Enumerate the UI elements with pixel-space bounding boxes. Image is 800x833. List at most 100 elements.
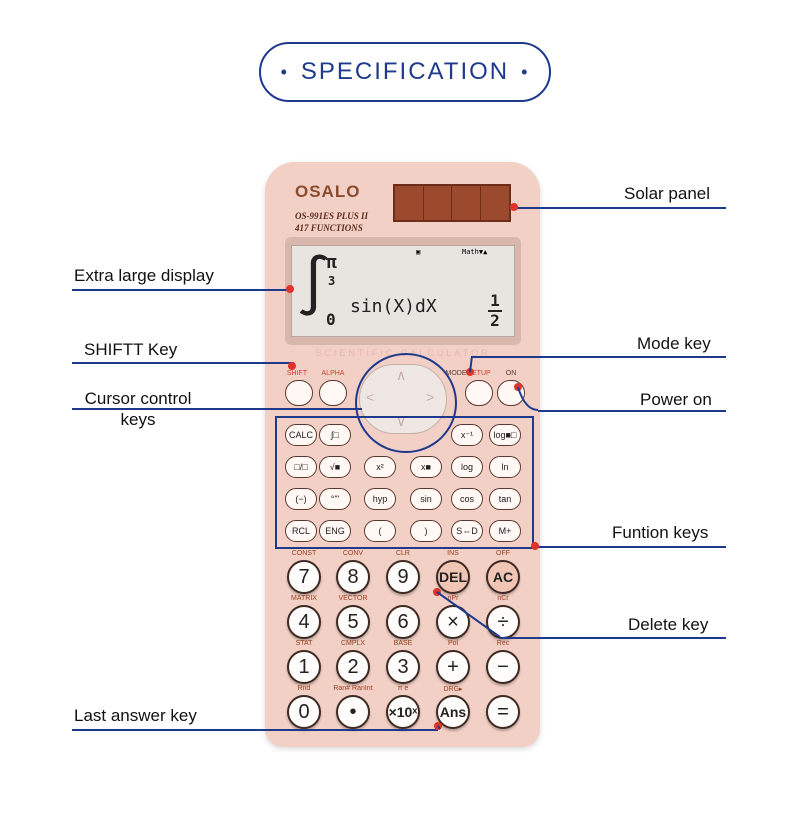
display-indicator-icon: ▣	[416, 248, 421, 256]
display-result: 1 2	[488, 292, 502, 330]
digit-key[interactable]: +	[436, 650, 470, 684]
shift-marker	[288, 362, 296, 370]
model-text: OS-991ES PLUS II 417 FUNCTIONS	[295, 210, 368, 234]
callout-solar-panel: Solar panel	[624, 184, 711, 203]
display-screen: ▣ Math▼▲ ∫ π 3 0 sin(X)dX 1 2	[291, 245, 515, 337]
function-key[interactable]: x⁻¹	[451, 424, 483, 446]
mode-line	[472, 356, 726, 358]
digit-key[interactable]: =	[486, 695, 520, 729]
title-bullet-right: •	[521, 61, 530, 82]
digit-key[interactable]: 2	[336, 650, 370, 684]
function-key[interactable]: RCL	[285, 520, 317, 542]
function-key[interactable]: x■	[410, 456, 442, 478]
integral-symbol: ∫	[296, 251, 331, 319]
function-key[interactable]: sin	[410, 488, 442, 510]
function-key[interactable]: log■□	[489, 424, 521, 446]
digit-key[interactable]: 3	[386, 650, 420, 684]
title-bullet-left: •	[280, 61, 289, 82]
function-key[interactable]: cos	[451, 488, 483, 510]
digit-key[interactable]: 9	[386, 560, 420, 594]
digit-key-label: CONV	[342, 550, 364, 557]
model-line-1: OS-991ES PLUS II	[295, 211, 369, 221]
function-key[interactable]: √■	[319, 456, 351, 478]
display-line	[72, 289, 292, 291]
specification-title: • SPECIFICATION •	[259, 42, 551, 102]
digit-key[interactable]: 0	[287, 695, 321, 729]
callout-display: Extra large display	[74, 266, 214, 285]
shift-line	[72, 362, 294, 364]
function-key[interactable]: log	[451, 456, 483, 478]
function-key[interactable]: ln	[489, 456, 521, 478]
digit-key-label: Pol	[447, 640, 459, 647]
function-key[interactable]: ∫□	[319, 424, 351, 446]
function-key[interactable]: S⇔D	[451, 520, 483, 542]
delete-line	[500, 637, 726, 639]
digit-key[interactable]: ÷	[486, 605, 520, 639]
setup-label: SETUP	[467, 370, 491, 377]
digit-key[interactable]: •	[336, 695, 370, 729]
cursor-line	[72, 408, 362, 410]
digit-key[interactable]: AC	[486, 560, 520, 594]
function-key[interactable]: (	[364, 520, 396, 542]
digit-key-label: CMPLX	[340, 640, 366, 647]
digit-key[interactable]: Ans	[436, 695, 470, 729]
lower-limit: 0	[326, 310, 336, 329]
digit-key-label: DRG▸	[443, 686, 463, 693]
function-line	[536, 546, 726, 548]
function-key[interactable]: □/□	[285, 456, 317, 478]
title-text: SPECIFICATION	[300, 58, 510, 85]
digit-key[interactable]: ×	[436, 605, 470, 639]
function-key[interactable]: CALC	[285, 424, 317, 446]
alpha-label: ALPHA	[321, 370, 345, 377]
solar-marker	[510, 203, 518, 211]
digit-key-label: INS	[447, 550, 459, 557]
digit-key[interactable]: 5	[336, 605, 370, 639]
cursor-keys-highlight	[355, 353, 457, 453]
digit-key[interactable]: 1	[287, 650, 321, 684]
function-key[interactable]: (−)	[285, 488, 317, 510]
digit-key[interactable]: −	[486, 650, 520, 684]
shift-label: SHIFT	[286, 370, 308, 377]
shift-key[interactable]	[285, 380, 313, 406]
digit-key[interactable]: 4	[287, 605, 321, 639]
on-label: ON	[505, 370, 517, 377]
digit-key-label: Rnd	[297, 685, 311, 692]
digit-key[interactable]: 8	[336, 560, 370, 594]
mode-label: MODE	[445, 370, 467, 377]
alpha-key[interactable]	[319, 380, 347, 406]
mode-marker	[466, 368, 474, 376]
digit-key-label: STAT	[295, 640, 313, 647]
model-line-2: 417 FUNCTIONS	[295, 223, 363, 233]
function-key[interactable]: )	[410, 520, 442, 542]
digit-key[interactable]: 6	[386, 605, 420, 639]
function-key[interactable]: tan	[489, 488, 521, 510]
function-key[interactable]: M+	[489, 520, 521, 542]
digit-key-label: nPr	[447, 595, 459, 602]
power-line	[538, 410, 726, 412]
function-key[interactable]: °'"	[319, 488, 351, 510]
digit-key-label: π e	[397, 685, 409, 692]
function-key[interactable]: x²	[364, 456, 396, 478]
digit-key[interactable]: 7	[287, 560, 321, 594]
function-marker	[531, 542, 539, 550]
digit-key-label: CONST	[291, 550, 317, 557]
mode-key[interactable]	[465, 380, 493, 406]
digit-key-label: Rec	[496, 640, 510, 647]
display-math-indicator: Math▼▲	[462, 248, 488, 256]
callout-delete: Delete key	[628, 615, 709, 634]
brand-logo: OSALO	[295, 182, 361, 201]
callout-mode: Mode key	[637, 334, 711, 353]
function-key[interactable]: hyp	[364, 488, 396, 510]
callout-function: Funtion keys	[612, 523, 709, 542]
callout-cursor: Cursor control keys	[84, 389, 192, 429]
digit-key[interactable]: DEL	[436, 560, 470, 594]
display-expression: sin(X)dX	[350, 296, 437, 317]
digit-key-label: VECTOR	[338, 595, 368, 602]
display-marker	[286, 285, 294, 293]
display-frame: ▣ Math▼▲ ∫ π 3 0 sin(X)dX 1 2	[285, 237, 521, 345]
digit-key[interactable]: ×10ˣ	[386, 695, 420, 729]
calculator-body: OSALO OS-991ES PLUS II 417 FUNCTIONS ▣ M…	[265, 162, 540, 747]
solar-panel	[393, 184, 511, 222]
upper-limit: π	[326, 252, 337, 273]
function-key[interactable]: ENG	[319, 520, 351, 542]
